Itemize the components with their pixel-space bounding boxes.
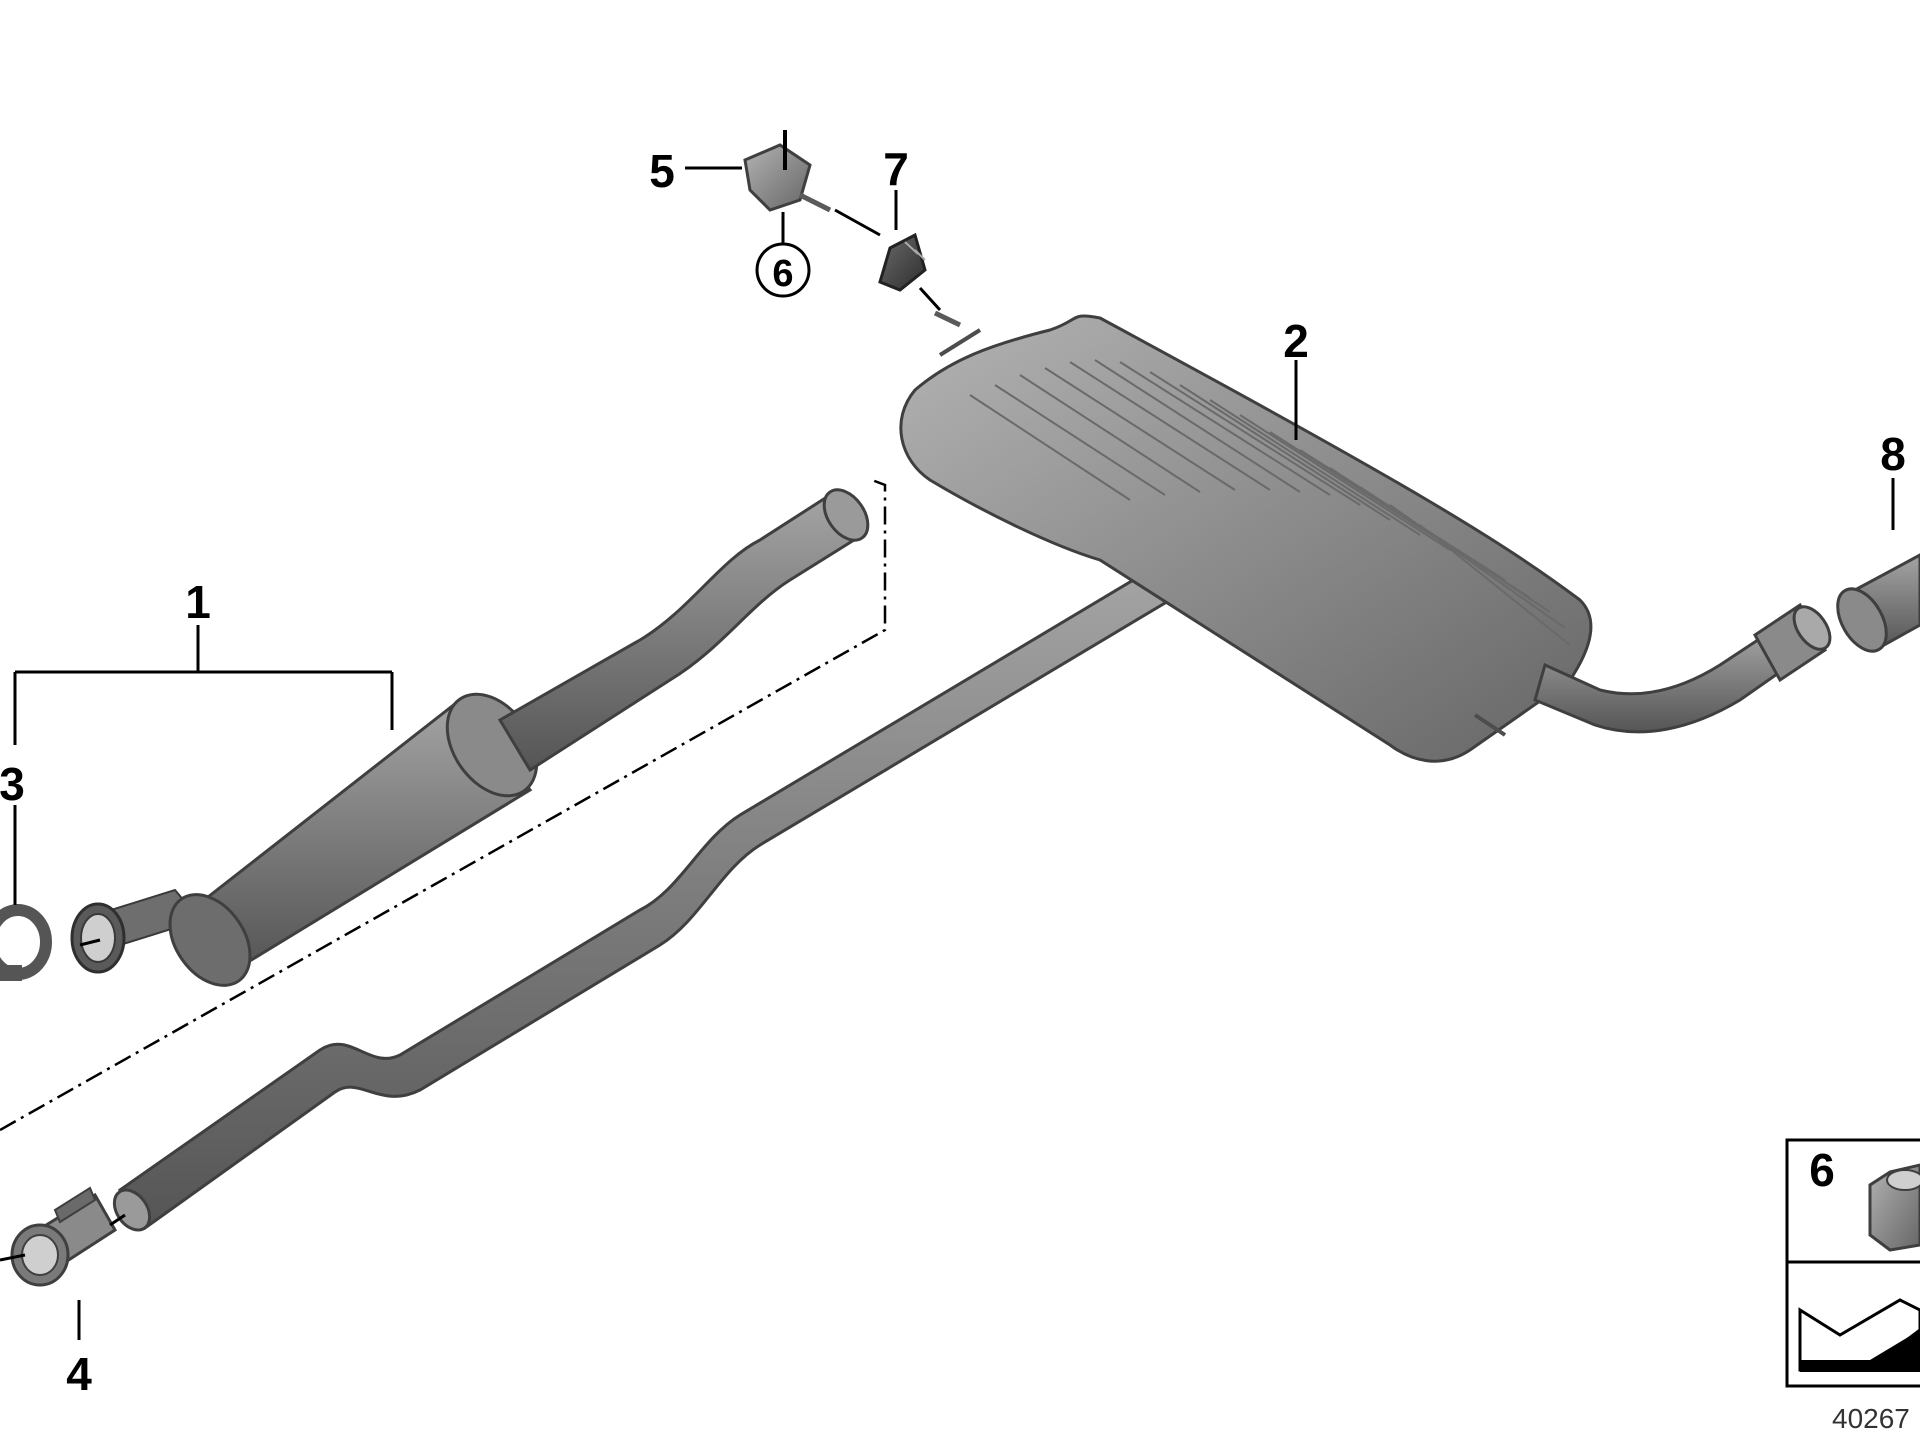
assembly-dash-line: [0, 478, 887, 1132]
rubber-mount: [878, 232, 962, 328]
diagram-number: 40267: [1832, 1403, 1910, 1434]
hex-nut-icon: [1868, 1163, 1920, 1252]
legend-box: 6: [1785, 1138, 1920, 1388]
leader-lines: [0, 166, 1895, 1340]
legend-label-6: 6: [1809, 1144, 1835, 1196]
callout-6: 6: [772, 253, 793, 295]
front-silencer-pipe: [70, 488, 870, 987]
hanger-bracket: [743, 130, 832, 213]
rear-muffler: [899, 314, 1832, 763]
clamp-ring: [0, 904, 52, 981]
callout-6-circle: [755, 242, 811, 298]
callout-1: 1: [185, 576, 211, 628]
tail-trim: [1836, 553, 1920, 653]
callout-7: 7: [883, 143, 909, 195]
direction-arrow-icon: [1798, 1298, 1920, 1372]
callout-3: 3: [0, 758, 25, 810]
callout-2: 2: [1283, 315, 1309, 367]
callout-8: 8: [1880, 428, 1906, 480]
pipe-clamp: [10, 1186, 118, 1287]
callout-4: 4: [66, 1348, 92, 1400]
callout-5: 5: [649, 145, 675, 197]
